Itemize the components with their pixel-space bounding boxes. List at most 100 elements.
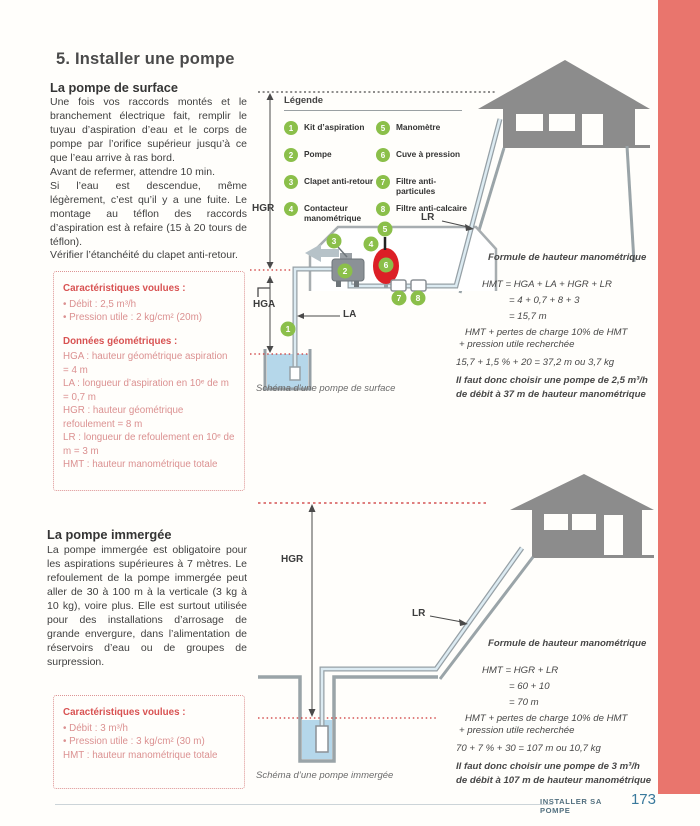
- spec-item: HGA : hauteur géométrique aspiration = 4…: [63, 351, 228, 376]
- spec-item: • Débit : 3 m³/h: [63, 722, 128, 734]
- spec-item: HMT : hauteur manométrique totale: [63, 749, 218, 761]
- submersible-pump: [315, 725, 329, 753]
- formula-note: HMT + pertes de charge 10% de HMT: [465, 713, 628, 724]
- filters: [390, 279, 427, 292]
- legend-number-badge: 1: [284, 121, 298, 135]
- svg-text:5: 5: [383, 224, 388, 234]
- paragraph: Vérifier l’étanchéité du clapet anti-ret…: [50, 249, 238, 262]
- submersible-pump-schematic: [258, 474, 654, 763]
- house-icon: [478, 60, 650, 148]
- page-title: 5. Installer une pompe: [56, 50, 235, 68]
- paragraph: Si l’eau est descendue, même légèrement,…: [50, 179, 247, 248]
- paragraph: Avant de refermer, attendre 10 min.: [50, 165, 215, 178]
- svg-text:7: 7: [397, 293, 402, 303]
- paragraph: Une fois vos raccords montés et le branc…: [50, 96, 247, 164]
- well-shaft: [258, 675, 438, 763]
- foot-valve: [289, 366, 301, 381]
- section-heading-surface: La pompe de surface: [50, 80, 179, 95]
- formula-line: = 4 + 0,7 + 8 + 3: [509, 295, 580, 306]
- svg-text:6: 6: [384, 260, 389, 270]
- outlet-arrow-icon: [305, 244, 339, 262]
- formula-calculation: 70 + 7 % + 30 = 107 m ou 10,7 kg: [456, 743, 601, 754]
- svg-text:4: 4: [369, 239, 374, 249]
- legend-number-badge: 5: [376, 121, 390, 135]
- dimension-label-lr: LR: [412, 608, 426, 619]
- legend-number-badge: 6: [376, 148, 390, 162]
- section-heading-submersible: La pompe immergée: [47, 527, 172, 542]
- component-markers: 1 2 3 4 5 6 7 8: [280, 221, 426, 337]
- legend-number-badge: 3: [284, 175, 298, 189]
- discharge-pipe: [319, 546, 525, 728]
- footer-label: INSTALLER SA POMPE: [540, 797, 602, 815]
- submersible-formula-block: Formule de hauteur manométrique HMT = HG…: [452, 638, 660, 787]
- formula-note: + pression utile recherchée: [459, 725, 575, 736]
- formula-line: = 15,7 m: [509, 311, 547, 322]
- submersible-specs-box: Caractéristiques voulues : • Débit : 3 m…: [53, 695, 245, 789]
- water: [267, 354, 308, 388]
- specs-heading: Données géométriques :: [63, 335, 178, 347]
- dimension-label-lr: LR: [421, 212, 435, 223]
- formula-conclusion: Il faut donc choisir une pompe de 2,5 m³…: [456, 375, 648, 386]
- svg-text:8: 8: [416, 293, 421, 303]
- spec-item: • Pression utile : 2 kg/cm² (20m): [63, 312, 202, 324]
- suction-pipe: [289, 266, 332, 381]
- svg-text:1: 1: [286, 324, 291, 334]
- page-edge-accent-bar: [658, 0, 700, 794]
- footer: INSTALLER SA POMPE 173: [540, 791, 656, 815]
- footer-rule: [55, 804, 553, 805]
- legend-title: Légende: [284, 95, 462, 111]
- formula-line: HMT = HGA + LA + HGR + LR: [482, 279, 612, 290]
- dimension-lines: [257, 97, 469, 347]
- svg-text:2: 2: [343, 266, 348, 276]
- formula-conclusion: Il faut donc choisir une pompe de 3 m³/h: [456, 761, 640, 772]
- svg-text:3: 3: [332, 236, 337, 246]
- surface-formula-block: Formule de hauteur manométrique HMT = HG…: [452, 252, 660, 401]
- legend-number-badge: 8: [376, 202, 390, 216]
- specs-heading: Caractéristiques voulues :: [63, 707, 186, 718]
- spec-item: • Débit : 2,5 m³/h: [63, 298, 137, 310]
- formula-line: = 60 + 10: [509, 681, 550, 692]
- surface-body-text: Une fois vos raccords montés et le branc…: [50, 96, 247, 263]
- spec-item: LA : longueur d’aspiration en 10ᵉ de m =…: [63, 378, 229, 403]
- dimension-label-la: LA: [343, 309, 357, 320]
- hillside-slope: [438, 556, 535, 680]
- formula-line: = 70 m: [509, 697, 539, 708]
- well: [263, 349, 312, 391]
- check-valve-link: [337, 246, 348, 258]
- formula-conclusion: de débit à 37 m de hauteur manométrique: [456, 388, 646, 400]
- formula-title: Formule de hauteur manométrique: [488, 638, 647, 649]
- formula-note: + pression utile recherchée: [459, 339, 575, 350]
- dimension-arrowheads: [266, 93, 474, 353]
- spec-item: HGR : hauteur géométrique refoulement = …: [63, 405, 184, 430]
- spec-item: • Pression utile : 3 kg/cm² (30 m): [63, 736, 205, 748]
- legend-number-badge: 2: [284, 148, 298, 162]
- schema-caption: Schéma d’une pompe de surface: [256, 383, 396, 394]
- formula-line: HMT = HGR + LR: [482, 665, 559, 676]
- dimension-label-hgr: HGR: [252, 203, 275, 214]
- footer-page-number: 173: [630, 791, 656, 808]
- formula-note: HMT + pertes de charge 10% de HMT: [465, 327, 628, 338]
- submersible-body-text: La pompe immergée est obligatoire pour l…: [47, 544, 247, 670]
- spec-item: HMT : hauteur manométrique totale: [63, 459, 218, 471]
- submersible-pump-diagram: HGR LR Schéma d’une pompe immergée: [250, 470, 656, 792]
- dimension-lines: [311, 510, 463, 711]
- dimension-label-hgr: HGR: [281, 554, 304, 565]
- specs-heading: Caractéristiques voulues :: [63, 283, 186, 294]
- paragraph: La pompe immergée est obligatoire pour l…: [47, 544, 247, 668]
- spec-item: LR : longueur de refoulement en 10ᵉ de m…: [63, 432, 235, 457]
- formula-conclusion: de débit à 107 m de hauteur manométrique: [456, 774, 652, 786]
- formula-calculation: 15,7 + 1,5 % + 20 = 37,2 m ou 3,7 kg: [456, 357, 615, 368]
- dimension-label-hga: HGA: [253, 299, 276, 310]
- surface-specs-box: Caractéristiques voulues : • Débit : 2,5…: [53, 271, 245, 491]
- legend-number-badge: 7: [376, 175, 390, 189]
